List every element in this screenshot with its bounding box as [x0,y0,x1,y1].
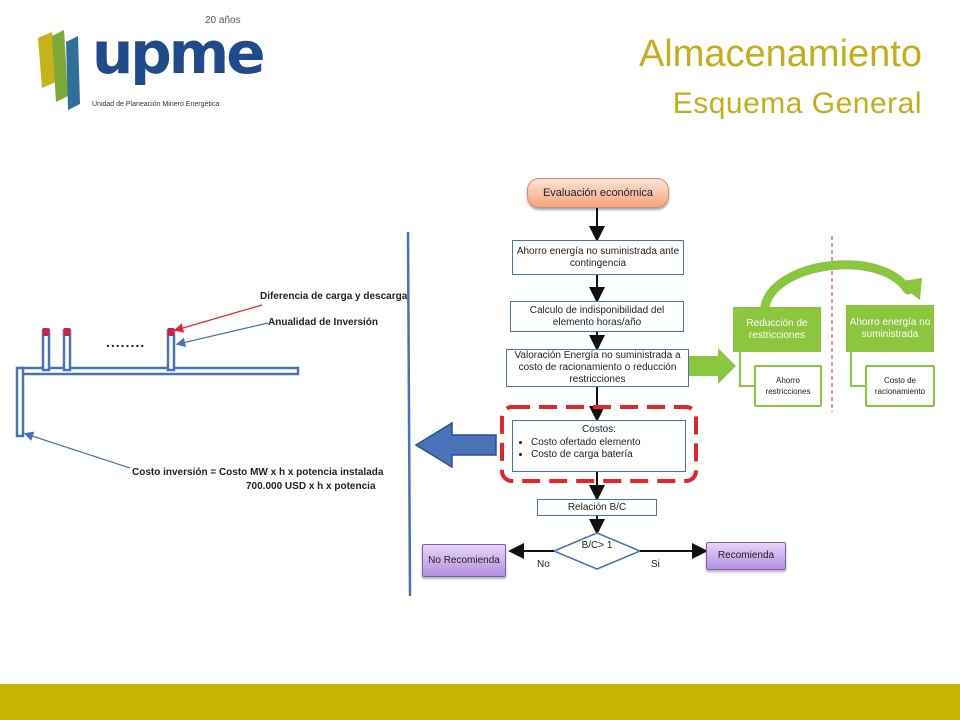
footer-bar [0,684,960,720]
no-recommend-box: No Recomienda [422,544,506,577]
benefit-energy-sub: Costo de racionamiento [865,365,935,407]
costs-title: Costos: [582,424,616,435]
decision-diamond [552,532,642,570]
curved-arrow [760,260,913,311]
logo-tagline: Unidad de Planeación Minero Energética [92,101,220,108]
benefit-energy: Ahorro energía no suministrada [846,305,934,352]
charge-arrow [173,304,263,333]
benefit-restrictions: Reducción de restricciones [733,307,821,352]
cost-formula-line1: Costo inversión = Costo MW x h x potenci… [132,467,384,478]
decision-label: B/C> 1 [581,540,613,551]
storage-pipe [15,328,300,438]
recommend-box: Recomienda [706,542,786,570]
page-title: Almacenamiento [638,33,922,75]
cost-item: Costo de carga batería [531,449,681,461]
page-subtitle: Esquema General [672,87,922,120]
annuity-label: Anualidad de Inversión [268,317,379,328]
curved-arrow-head [896,278,922,300]
yes-label: Si [651,559,660,570]
right-block-arrow [688,348,736,384]
logo-years: 20 años [205,15,241,26]
step-valuation: Valoración Energía no suministrada a cos… [506,349,689,387]
right-tree-line [850,352,865,387]
logo-mark [38,30,80,110]
costs-box: Costos: Costo ofertado elemento Costo de… [512,420,686,472]
step-bc-ratio: Relación B/C [537,499,657,516]
left-tree-line [739,352,754,387]
cost-item: Costo ofertado elemento [531,437,681,449]
pipe-ellipsis: ........ [106,334,146,350]
left-block-arrow [414,421,497,469]
logo-wordmark: upme [92,19,266,87]
costs-highlight [500,405,698,483]
charge-label: Diferencia de carga y descarga [260,291,408,302]
step-unavailability: Calculo de indisponibilidad del elemento… [510,301,684,332]
annuity-arrow [175,322,269,348]
benefit-restrictions-sub: Ahorro restricciones [754,365,822,407]
start-node: Evaluación económica [527,178,669,208]
cost-arrow [23,431,131,469]
no-label: No [537,559,550,570]
cost-formula-line2: 700.000 USD x h x potencia [246,481,376,492]
separator-line [406,231,412,597]
step-energy-saving: Ahorro energía no suministrada ante cont… [512,240,684,275]
